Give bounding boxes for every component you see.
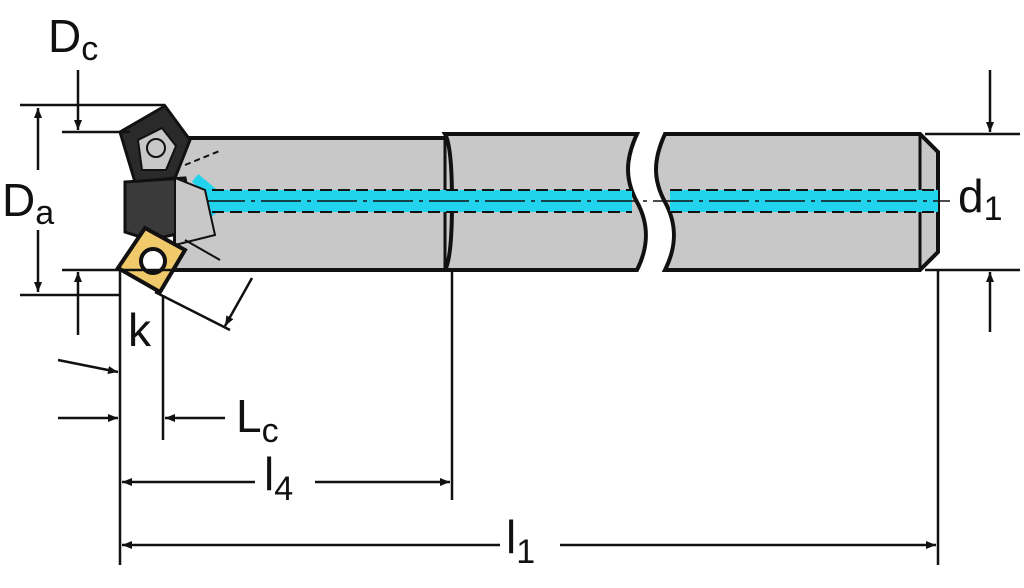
cutting-head bbox=[115, 104, 223, 295]
dc-label: Dc bbox=[48, 10, 98, 68]
k-label: k bbox=[128, 304, 152, 356]
lc-label: Lc bbox=[236, 390, 279, 450]
k-angle-arrow bbox=[223, 277, 254, 327]
dimension-geometry bbox=[20, 103, 1020, 565]
offset-arrow-1 bbox=[57, 358, 119, 374]
l4-label: l4 bbox=[264, 448, 293, 508]
dimension-arrows bbox=[34, 70, 994, 549]
d1-label: d1 bbox=[958, 170, 1003, 228]
l1-label: l1 bbox=[506, 511, 535, 571]
da-label: Da bbox=[2, 174, 54, 232]
coolant-channel bbox=[191, 174, 950, 228]
insert-screw-icon bbox=[139, 247, 167, 275]
